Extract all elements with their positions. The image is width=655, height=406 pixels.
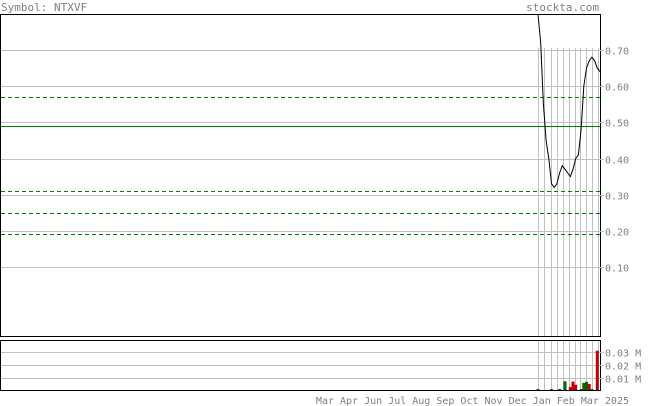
volume-bar: [574, 384, 578, 390]
volume-tick-label: 0.03 M: [605, 349, 641, 360]
price-series: [537, 14, 601, 189]
price-panel-frame: [0, 14, 601, 337]
volume-bar: [595, 350, 599, 390]
volume-tick-label: 0.01 M: [605, 375, 641, 386]
price-tick-label: 0.20: [605, 228, 629, 239]
volume-bar: [582, 382, 586, 390]
volume-bar: [563, 381, 567, 391]
volume-bar: [590, 389, 594, 390]
price-axis-ticks: 0.10 0.20 0.30 0.40 0.50 0.60 0.70: [600, 47, 629, 275]
price-tick-label: 0.50: [605, 119, 629, 130]
volume-tick-label: 0.02 M: [605, 362, 641, 373]
price-reference-lines: [1, 97, 600, 235]
volume-bar: [571, 381, 575, 390]
volume-bar: [558, 389, 562, 390]
volume-bar: [568, 387, 572, 390]
site-label: stockta.com: [526, 1, 599, 14]
volume-bar: [579, 389, 583, 390]
symbol-label: Symbol: NTXVF: [1, 1, 87, 14]
volume-bar: [536, 389, 540, 390]
volume-bar: [585, 381, 588, 390]
price-tick-label: 0.10: [605, 264, 629, 275]
volume-bar: [550, 389, 553, 390]
volume-bar: [587, 383, 591, 390]
price-line: [537, 14, 601, 189]
price-grid: [1, 50, 600, 268]
x-axis-label: Mar Apr Jun Jul Aug Sep Oct Nov Dec Jan …: [316, 396, 629, 406]
price-tick-label: 0.30: [605, 192, 629, 203]
price-tick-label: 0.60: [605, 83, 629, 94]
price-tick-label: 0.70: [605, 47, 629, 58]
price-tick-label: 0.40: [605, 156, 629, 167]
volume-axis-ticks: 0.01 M 0.02 M 0.03 M: [600, 349, 641, 386]
volume-bars: [536, 350, 599, 391]
volume-grid: [1, 352, 600, 379]
